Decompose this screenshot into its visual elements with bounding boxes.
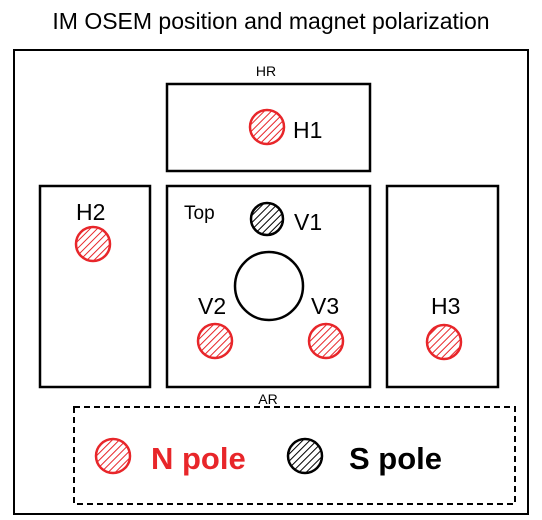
h3-label: H3: [431, 293, 460, 319]
legend-box: [73, 406, 516, 505]
hr-box: [165, 82, 372, 173]
magnet-h3: [425, 323, 463, 361]
h1-label: H1: [293, 117, 322, 143]
center-box: [165, 184, 372, 389]
s-pole-swatch-icon: [286, 437, 324, 475]
n-pole-legend-label: N pole: [151, 441, 246, 476]
magnet-h1: [248, 108, 286, 146]
ar-label: AR: [258, 391, 277, 407]
right-box: [385, 184, 500, 389]
h2-label: H2: [76, 199, 105, 225]
outer-frame: [13, 49, 529, 515]
diagram-title: IM OSEM position and magnet polarization: [52, 8, 490, 34]
hr-label: HR: [256, 63, 276, 79]
center-hole: [233, 250, 305, 322]
magnet-v3: [307, 322, 345, 360]
magnet-v1: [249, 201, 285, 237]
s-pole-legend-label: S pole: [349, 441, 442, 476]
left-box: [38, 184, 152, 389]
v3-label: V3: [311, 293, 339, 319]
n-pole-swatch-icon: [94, 437, 132, 475]
magnet-h2: [74, 225, 112, 263]
top-label: Top: [184, 203, 215, 224]
v2-label: V2: [198, 293, 226, 319]
v1-label: V1: [294, 209, 322, 235]
magnet-v2: [196, 322, 234, 360]
